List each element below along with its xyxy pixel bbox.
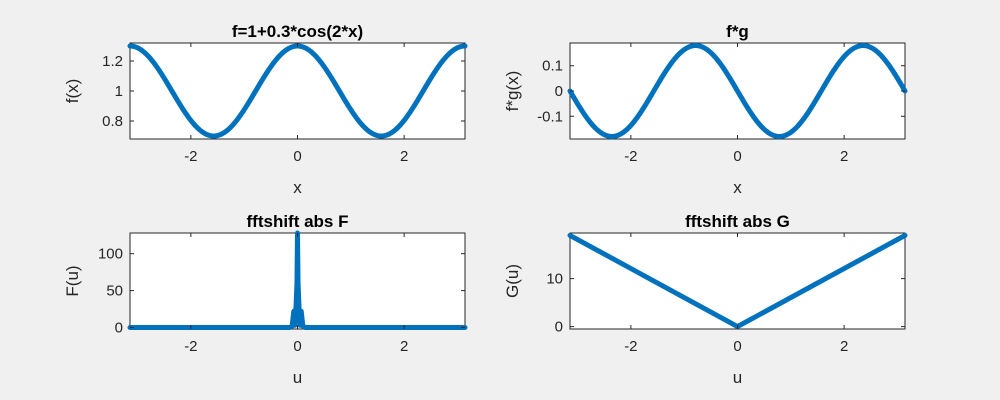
x-tick-label: -2 xyxy=(184,148,197,165)
y-tick-label: 0 xyxy=(555,319,563,336)
x-tick-label: 0 xyxy=(293,148,301,165)
x-tick-label: 0 xyxy=(733,148,741,165)
x-tick-label: 2 xyxy=(400,148,408,165)
y-tick-label: 0 xyxy=(555,83,563,100)
subplot-f-plot: -2 0 2 0.8 1 1.2 f=1+0.3*cos(2*x) x f(x) xyxy=(63,22,468,197)
x-axis-label: u xyxy=(293,368,302,387)
y-tick-label: -0.1 xyxy=(537,108,563,125)
subplot-F-spectrum: -2 0 2 0 50 100 fftshift abs F u F(u) xyxy=(63,212,468,387)
x-axis-label: x xyxy=(733,178,742,197)
y-tick-label: 0.8 xyxy=(102,113,123,130)
x-tick-label: 0 xyxy=(733,338,741,355)
axes-box xyxy=(129,42,466,140)
x-axis-label: u xyxy=(733,368,742,387)
axes-box xyxy=(569,232,906,330)
x-tick-label: -2 xyxy=(624,148,637,165)
y-tick-label: 1.2 xyxy=(102,53,123,70)
y-axis-label: f*g(x) xyxy=(503,71,522,112)
x-tick-label: 0 xyxy=(293,338,301,355)
y-tick-label: 0.1 xyxy=(542,58,563,75)
axes-title: fftshift abs F xyxy=(247,212,349,231)
y-axis-label: f(x) xyxy=(63,79,82,104)
y-tick-label: 1 xyxy=(115,83,123,100)
x-tick-label: 2 xyxy=(840,338,848,355)
y-tick-label: 0 xyxy=(115,320,123,337)
series-line-0 xyxy=(567,43,908,139)
y-tick-label: 10 xyxy=(546,271,563,288)
x-tick-label: 2 xyxy=(400,338,408,355)
y-axis-label: G(u) xyxy=(503,264,522,298)
x-tick-label: -2 xyxy=(184,338,197,355)
x-tick-label: -2 xyxy=(624,338,637,355)
y-tick-label: 50 xyxy=(106,283,123,300)
axes-title: f=1+0.3*cos(2*x) xyxy=(232,22,363,41)
y-tick-label: 100 xyxy=(98,246,123,263)
axes-title: f*g xyxy=(726,22,749,41)
x-tick-label: 2 xyxy=(840,148,848,165)
axes-title: fftshift abs G xyxy=(685,212,790,231)
y-axis-label: F(u) xyxy=(63,265,82,296)
subplot-fg-plot: -2 0 2 -0.1 0 0.1 f*g x f*g(x) xyxy=(503,22,908,197)
x-axis-label: x xyxy=(293,178,302,197)
subplot-G-spectrum: -2 0 2 0 10 fftshift abs G u G(u) xyxy=(503,212,908,387)
